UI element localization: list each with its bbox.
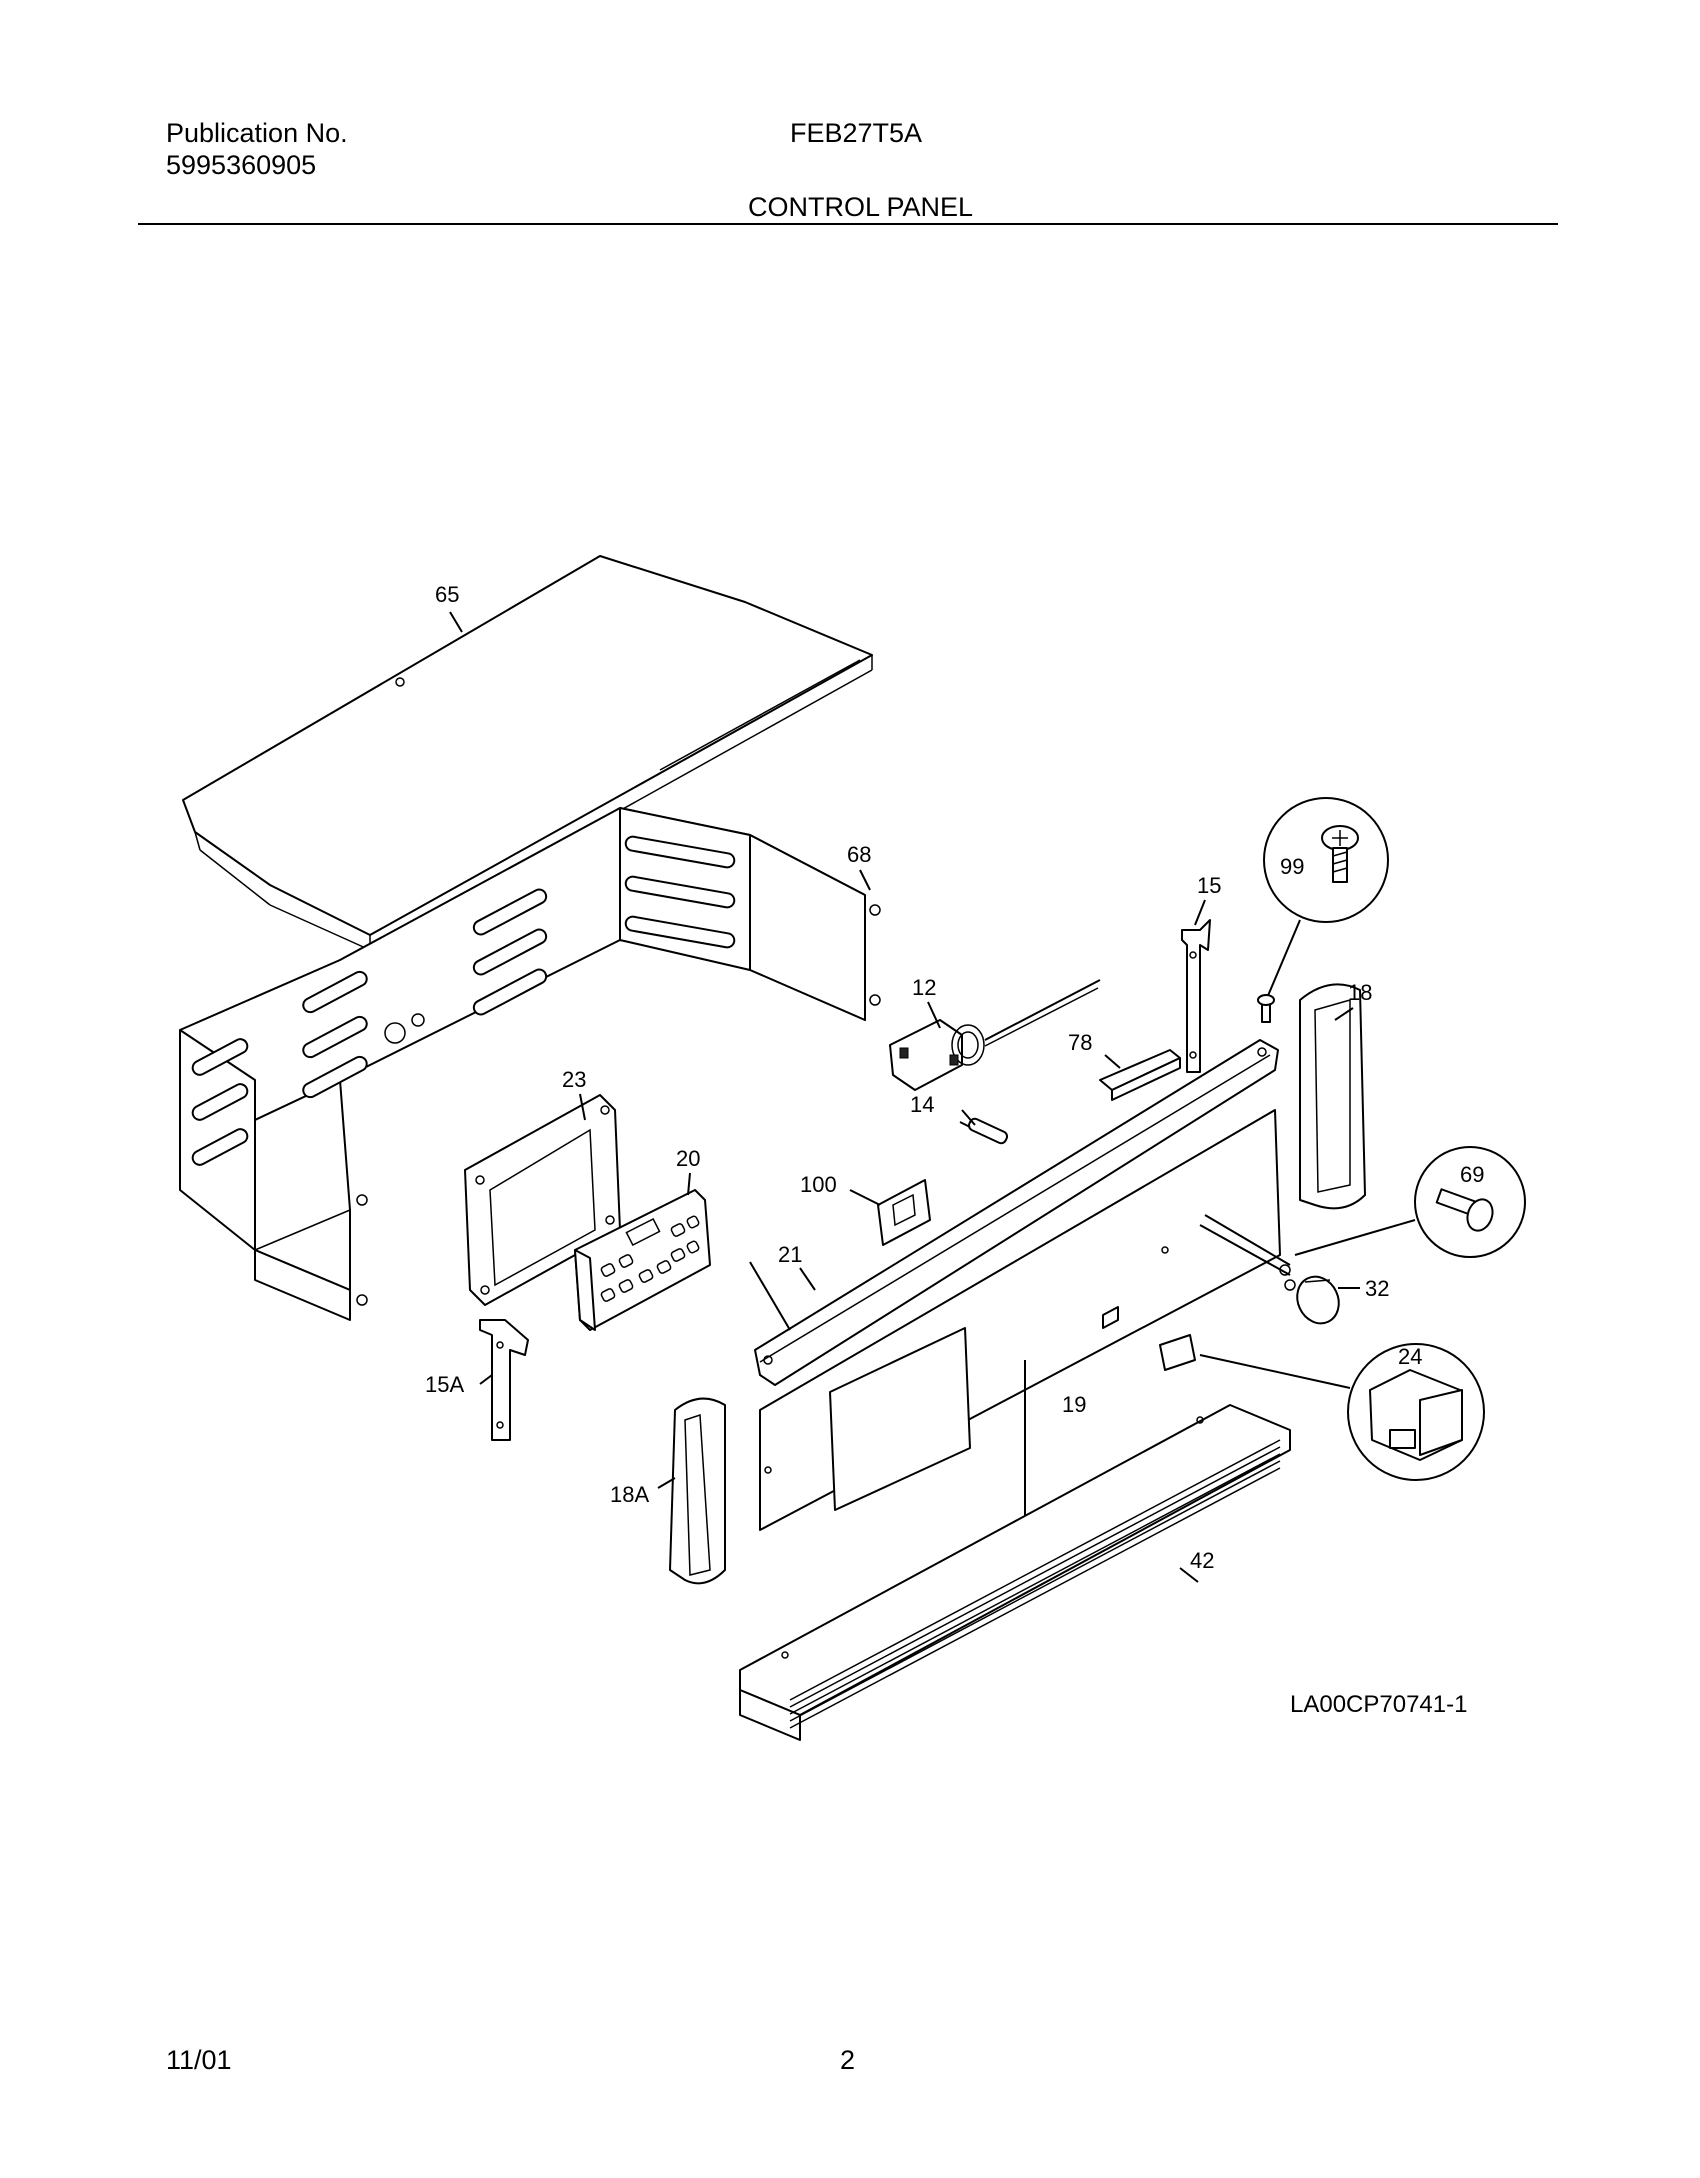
part-15-bracket	[1181, 919, 1211, 1073]
footer-date: 11/01	[166, 2045, 232, 2075]
part-100-label	[877, 1179, 931, 1246]
callout-18a: 18A	[610, 1482, 649, 1507]
callout-19: 19	[1062, 1392, 1086, 1417]
publication-label: Publication No.	[166, 118, 348, 148]
section-title: CONTROL PANEL	[748, 192, 974, 222]
part-78-bracket	[1099, 1049, 1181, 1101]
part-24-switch-detail	[1159, 1334, 1485, 1481]
part-21-top-trim	[754, 1039, 1279, 1386]
header-rule	[138, 223, 1558, 225]
part-42-lower-trim	[739, 1404, 1291, 1741]
part-15a-bracket	[479, 1319, 529, 1441]
part-18-end-cap	[1299, 983, 1366, 1210]
part-14-probe	[959, 1117, 1009, 1145]
callout-100: 100	[800, 1172, 837, 1197]
part-12-thermostat	[889, 979, 1101, 1091]
callout-42: 42	[1190, 1548, 1214, 1573]
part-99-screw-detail	[1257, 797, 1389, 1023]
drawing-code: LA00CP70741-1	[1290, 1691, 1467, 1718]
callout-18: 18	[1348, 980, 1372, 1005]
part-20-electronic-control	[574, 1189, 711, 1331]
callout-69: 69	[1460, 1162, 1484, 1187]
callout-14: 14	[910, 1092, 934, 1117]
model-number: FEB27T5A	[790, 118, 923, 148]
callout-65: 65	[435, 582, 459, 607]
part-19-control-panel	[759, 1109, 1281, 1535]
page-number: 2	[840, 2045, 856, 2075]
callout-24: 24	[1398, 1344, 1422, 1369]
callout-99: 99	[1280, 854, 1304, 879]
callout-32: 32	[1365, 1276, 1389, 1301]
callout-23: 23	[562, 1067, 586, 1092]
callout-15a: 15A	[425, 1372, 464, 1397]
part-68-rear-shell	[179, 807, 881, 1321]
part-18a-end-cap	[669, 1397, 726, 1585]
callout-21: 21	[778, 1242, 802, 1267]
part-69-screw-detail	[1199, 1146, 1526, 1291]
callout-15: 15	[1197, 873, 1221, 898]
part-32-knob	[1296, 1275, 1340, 1325]
publication-number: 5995360905	[166, 150, 317, 180]
callout-68: 68	[847, 842, 871, 867]
callout-12: 12	[912, 975, 936, 1000]
leader-lines	[449, 611, 1360, 1583]
callout-20: 20	[676, 1146, 700, 1171]
callout-78: 78	[1068, 1030, 1092, 1055]
